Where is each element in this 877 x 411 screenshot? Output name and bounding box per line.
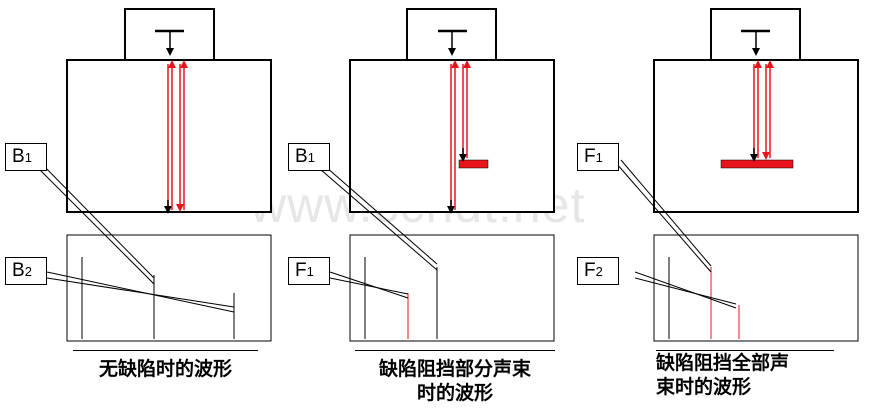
leader-f1 (615, 162, 712, 273)
label-b1: B1 (288, 143, 330, 171)
leader-b1 (37, 159, 155, 279)
label-f2: F2 (577, 257, 619, 285)
caption-rule (656, 350, 834, 351)
waveform-screen (653, 234, 859, 342)
specimen-block (653, 59, 859, 213)
defect (458, 159, 489, 169)
leader-b2 (46, 277, 235, 308)
label-b2: B2 (5, 257, 47, 285)
leader-f2 (634, 277, 737, 305)
leader-f1 (329, 271, 409, 299)
leader-f1 (329, 277, 409, 295)
panel-no-defect (32, 8, 272, 342)
leader-f1 (620, 159, 712, 267)
leader-b1 (317, 159, 438, 265)
label-b1: B1 (5, 143, 47, 171)
label-f1: F1 (577, 143, 619, 171)
specimen-block (349, 59, 555, 213)
caption-partial-block: 缺陷阻挡部分声束 时的波形 (378, 358, 531, 404)
panel-full-block (615, 8, 859, 342)
caption-rule (355, 350, 555, 351)
leader-f2 (634, 271, 737, 309)
label-f1: F1 (288, 257, 330, 285)
panel-partial-block (312, 8, 555, 342)
leader-b1 (312, 162, 438, 271)
leader-b1 (32, 162, 155, 285)
waveform-screen (349, 234, 555, 342)
caption-full-block: 缺陷阻挡全部声 束时的波形 (656, 352, 790, 398)
waveform-screen (66, 234, 272, 342)
specimen-block (66, 59, 272, 213)
caption-rule (73, 350, 258, 351)
caption-no-defect: 无缺陷时的波形 (98, 358, 232, 380)
defect (720, 159, 794, 169)
